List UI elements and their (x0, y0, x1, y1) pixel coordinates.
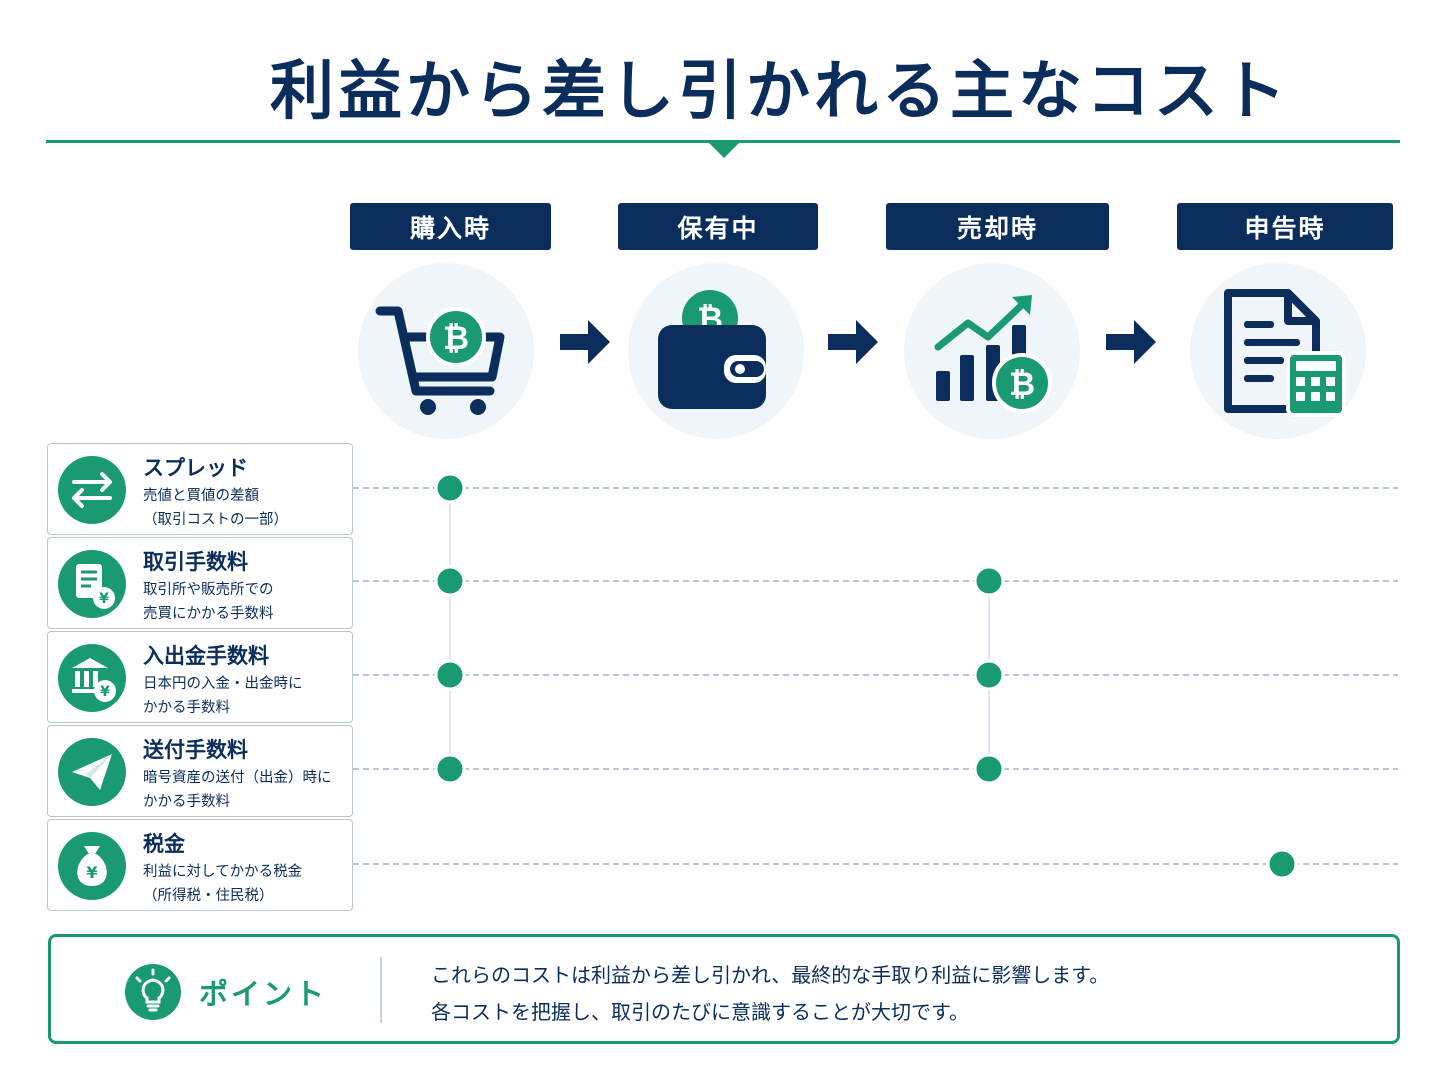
applies-dot (1266, 848, 1298, 880)
stage-label-selling: 売却時 (886, 203, 1109, 250)
svg-text:₿: ₿ (443, 319, 469, 357)
cost-description: 利益に対してかかる税金（所得税・住民税） (143, 864, 303, 904)
paper-plane-icon (58, 738, 126, 806)
applies-dot (434, 565, 466, 597)
cost-name: スプレッド (143, 456, 248, 480)
applies-dot (434, 659, 466, 691)
svg-text:₿: ₿ (1009, 365, 1035, 403)
applies-dot (973, 753, 1005, 785)
stage-icon-circle-holding: ₿ (628, 263, 804, 439)
stage-label-purchase: 購入時 (350, 203, 551, 250)
title-notch (708, 142, 740, 158)
point-box: ポイント これらのコストは利益から差し引かれ、最終的な手取り利益に影響します。 … (48, 934, 1400, 1044)
point-text: これらのコストは利益から差し引かれ、最終的な手取り利益に影響します。 各コストを… (431, 963, 1110, 1024)
cost-description: 売値と買値の差額（取引コストの一部） (143, 488, 288, 528)
applies-dot (434, 753, 466, 785)
cost-card-tax: ¥ 税金 利益に対してかかる税金（所得税・住民税） (47, 819, 353, 911)
applies-dot (973, 659, 1005, 691)
title-divider (46, 140, 1400, 143)
shopping-cart-bitcoin-icon: ₿ (375, 306, 505, 415)
cost-name: 税金 (143, 832, 185, 856)
rising-chart-bitcoin-icon: ₿ (934, 295, 1052, 413)
bank-yen-icon: ¥ (58, 644, 126, 712)
cost-description: 暗号資産の送付（出金）時にかかる手数料 (143, 770, 332, 810)
exchange-arrows-icon (58, 456, 126, 524)
stage-label-holding: 保有中 (618, 203, 818, 250)
cost-name: 取引手数料 (143, 550, 248, 574)
page-title: 利益から差し引かれる主なコスト (270, 55, 1290, 129)
svg-text:¥: ¥ (86, 863, 97, 882)
cost-description: 取引所や販売所での売買にかかる手数料 (143, 582, 274, 622)
cost-description: 日本円の入金・出金時にかかる手数料 (143, 676, 303, 716)
cost-card-transfer-fee: 送付手数料 暗号資産の送付（出金）時にかかる手数料 (47, 725, 353, 817)
flow-arrow-icon (560, 320, 610, 364)
cost-name: 送付手数料 (143, 738, 248, 762)
stage-icon-circle-selling: ₿ (904, 263, 1080, 439)
stage-icon-circle-filing (1190, 263, 1366, 439)
money-bag-yen-icon: ¥ (58, 832, 126, 900)
svg-text:¥: ¥ (100, 684, 110, 700)
cost-name: 入出金手数料 (143, 644, 269, 668)
flow-arrow-icon (1106, 320, 1156, 364)
cost-card-deposit-fee: ¥ 入出金手数料 日本円の入金・出金時にかかる手数料 (47, 631, 353, 723)
receipt-yen-icon: ¥ (58, 550, 126, 618)
wallet-bitcoin-icon: ₿ (658, 290, 766, 409)
document-calculator-icon (1224, 289, 1346, 417)
flow-arrow-icon (828, 320, 878, 364)
applies-dot (973, 565, 1005, 597)
cost-card-spread: スプレッド 売値と買値の差額（取引コストの一部） (47, 443, 353, 535)
lightbulb-icon (125, 964, 181, 1020)
stage-icon-circle-purchase: ₿ (358, 263, 534, 439)
stage-label-filing: 申告時 (1177, 203, 1393, 250)
applies-dot (434, 472, 466, 504)
svg-text:¥: ¥ (99, 591, 109, 607)
point-label: ポイント (199, 977, 328, 1011)
cost-card-trading-fee: ¥ 取引手数料 取引所や販売所での売買にかかる手数料 (47, 537, 353, 629)
point-divider (380, 957, 382, 1023)
